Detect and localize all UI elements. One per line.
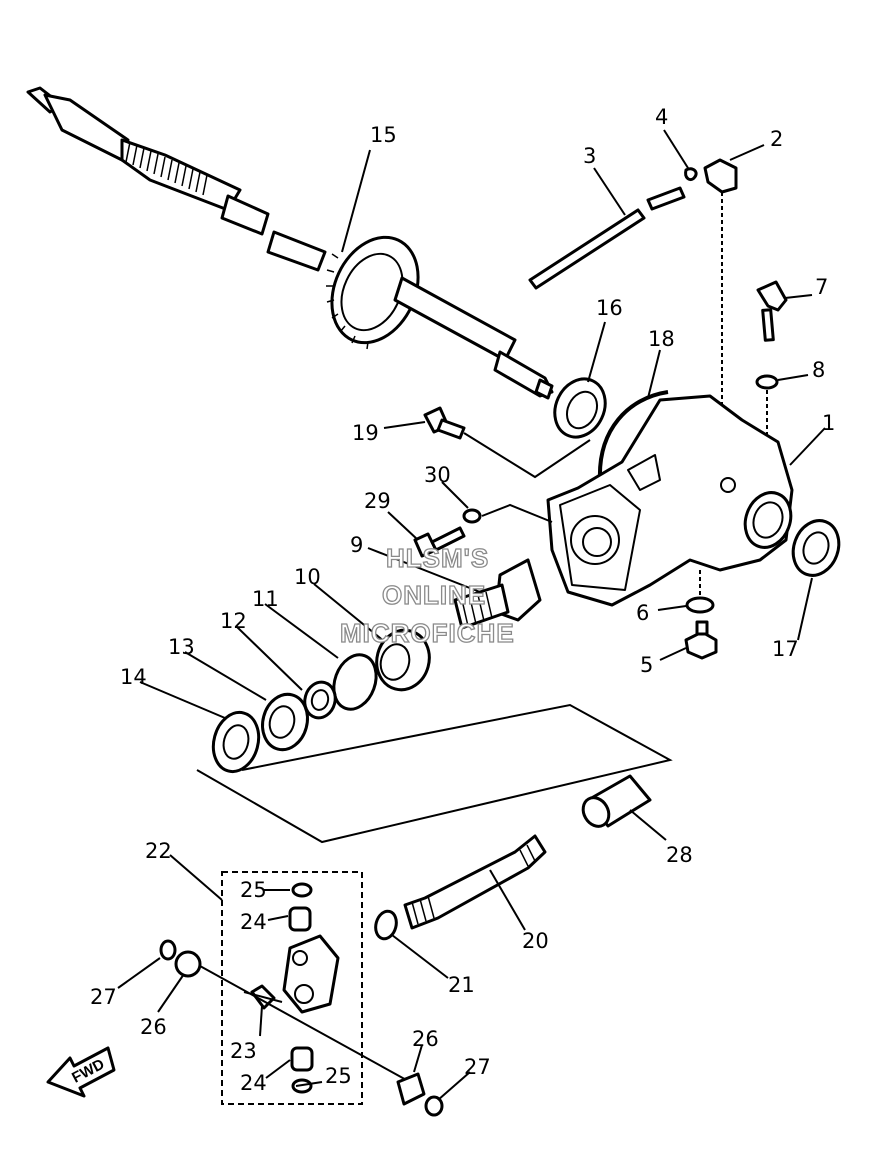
oil-seal-left [553, 377, 607, 439]
group-bracket [196, 703, 673, 844]
short-shaft [374, 834, 547, 941]
bolt-29 [413, 503, 553, 558]
callout-30: 30 [424, 463, 451, 487]
callout-17: 17 [772, 637, 799, 661]
gear-case-housing [546, 394, 794, 607]
bolt-19 [423, 406, 591, 479]
drive-shaft [26, 86, 554, 400]
universal-joint-kit [221, 871, 363, 1105]
fwd-direction-marker: FWD [46, 1046, 116, 1098]
callout-19: 19 [352, 421, 379, 445]
callout-20: 20 [522, 929, 549, 953]
o-ring [332, 653, 378, 711]
callout-numbers: 15 3 4 2 7 8 1 16 18 19 30 29 9 10 11 12… [90, 105, 835, 1095]
gasket-ring [597, 390, 669, 481]
callout-8: 8 [812, 358, 825, 382]
callout-22: 22 [145, 839, 172, 863]
callout-25-bottom: 25 [325, 1064, 352, 1088]
callout-29: 29 [364, 489, 391, 513]
watermark-line-1: HLSM'S [386, 543, 489, 573]
sleeve [581, 774, 652, 828]
pinion-gear [453, 558, 542, 630]
callout-16: 16 [596, 296, 623, 320]
callout-1: 1 [822, 411, 835, 435]
callout-26-right: 26 [412, 1027, 439, 1051]
callout-26-left: 26 [140, 1015, 167, 1039]
watermark-line-3: MICROFICHE [340, 618, 515, 648]
ball-bearing [261, 692, 309, 752]
callout-27-left: 27 [90, 985, 117, 1009]
callout-14: 14 [120, 665, 147, 689]
callout-3: 3 [583, 144, 596, 168]
callout-18: 18 [648, 327, 675, 351]
bearing-housing [375, 628, 431, 692]
lock-nut [211, 710, 261, 774]
callout-11: 11 [252, 587, 279, 611]
callout-6: 6 [636, 601, 649, 625]
callout-2: 2 [770, 127, 783, 151]
oil-seal-right [791, 519, 841, 577]
callout-28: 28 [666, 843, 693, 867]
bushing-left [159, 939, 411, 1083]
needle-bearing [303, 680, 337, 720]
drain-plug [684, 570, 718, 660]
callout-24-top: 24 [240, 910, 267, 934]
callout-leaders [117, 129, 826, 1101]
callout-5: 5 [640, 653, 653, 677]
callout-27-right: 27 [464, 1055, 491, 1079]
callout-13: 13 [168, 635, 195, 659]
callout-7: 7 [815, 275, 828, 299]
callout-25-top: 25 [240, 878, 267, 902]
watermark: HLSM'S ONLINE MICROFICHE [339, 542, 515, 648]
hose-assembly [528, 158, 738, 460]
callout-24-bottom: 24 [240, 1071, 267, 1095]
bushing-right [396, 1072, 444, 1117]
callout-12: 12 [220, 609, 247, 633]
callout-10: 10 [294, 565, 321, 589]
callout-21: 21 [448, 973, 475, 997]
callout-9: 9 [350, 533, 363, 557]
callout-15: 15 [370, 123, 397, 147]
callout-4: 4 [655, 105, 668, 129]
watermark-line-2: ONLINE [382, 580, 486, 610]
callout-23: 23 [230, 1039, 257, 1063]
